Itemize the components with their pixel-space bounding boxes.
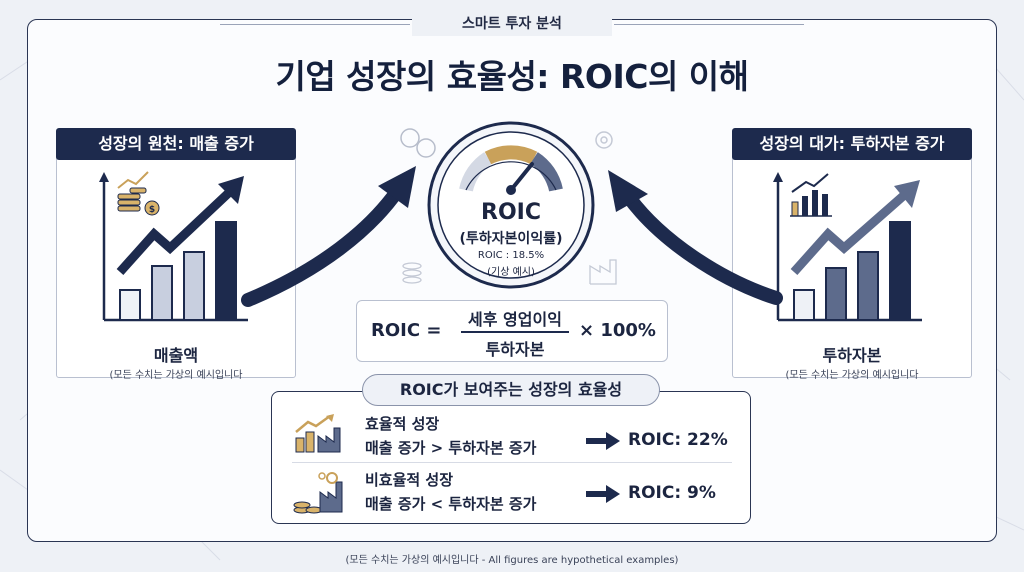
gauge-arc-mid (484, 145, 538, 165)
page-title: 기업 성장의 효율성: ROIC의 이해 (275, 57, 749, 96)
gauge-arc-low (459, 152, 493, 192)
formula-multiplier: × 100% (579, 320, 656, 341)
efficiency-row-1-title: 효율적 성장 (365, 415, 440, 433)
y-axis-arrowhead (773, 172, 783, 182)
arrow-icon (586, 432, 620, 450)
growth-arrowhead (218, 176, 244, 204)
bar-4 (215, 221, 237, 321)
right-note: (모든 수치는 가상의 예시입니다 (785, 370, 919, 381)
efficiency-row-2-title: 비효율적 성장 (365, 471, 454, 489)
efficiency-box (271, 391, 751, 524)
gauge-subtitle: (투하자본이익률) (459, 231, 563, 247)
kicker-rule-right (614, 24, 804, 25)
right-curved-arrowhead (608, 170, 648, 212)
growth-arrow (116, 182, 240, 276)
efficiency-row-1-desc: 매출 증가 > 투하자본 증가 (365, 439, 537, 457)
inefficient-growth-icon (293, 472, 343, 514)
gauge-name: ROIC (481, 200, 541, 225)
left-axis-label: 매출액 (153, 346, 199, 365)
footer-note: (모든 수치는 가상의 예시입니다 - All figures are hypo… (345, 555, 679, 566)
gauge-value: ROIC : 18.5% (477, 250, 545, 261)
bar-1 (793, 289, 815, 321)
formula-denominator: 투하자본 (485, 340, 545, 359)
growth-arrowhead (894, 180, 920, 208)
efficiency-divider (292, 462, 732, 463)
coins-chart-icon: $ (117, 171, 160, 216)
kicker-rule-left (220, 24, 410, 25)
roic-formula: ROIC = 세후 영업이익 투하자본 × 100% (356, 300, 668, 362)
gauge-icon (427, 121, 595, 289)
coin-stack-icon (402, 262, 422, 284)
left-curved-arrow (241, 183, 405, 307)
left-note: (모든 수치는 가상의 예시입니다 (109, 370, 243, 381)
bar-4 (889, 221, 911, 321)
efficiency-row-1-result: ROIC: 22% (628, 430, 728, 450)
bar-3 (857, 251, 879, 321)
left-panel-header: 성장의 원천: 매출 증가 (56, 128, 296, 160)
factory-icon (589, 259, 617, 285)
gauge-arc-high (529, 152, 563, 192)
y-axis-arrowhead (99, 172, 109, 182)
efficiency-row-2-desc: 매출 증가 < 투하자본 증가 (365, 495, 537, 513)
gauge-needle (509, 162, 534, 192)
dollar-coin-icon (400, 128, 436, 158)
gear-icon (595, 131, 613, 149)
bar-2 (151, 265, 173, 321)
efficiency-header: ROIC가 보여주는 성장의 효율성 (362, 374, 660, 406)
bar-3 (183, 251, 205, 321)
svg-text:$: $ (149, 205, 155, 215)
bar-1 (119, 289, 141, 321)
right-axis-label: 투하자본 (822, 346, 882, 365)
right-panel-header: 성장의 대가: 투하자본 증가 (732, 128, 972, 160)
formula-numerator: 세후 영업이익 (468, 310, 562, 329)
formula-lhs: ROIC = (371, 320, 442, 341)
right-panel (732, 138, 972, 378)
gauge-value-note: (기상 예시) (487, 267, 535, 278)
efficient-growth-icon (295, 414, 341, 453)
left-curved-arrowhead (378, 166, 416, 208)
kicker: 스마트 투자 분석 (412, 12, 612, 36)
bar-2 (825, 267, 847, 321)
efficiency-row-2-result: ROIC: 9% (628, 483, 716, 503)
growth-arrow (790, 186, 913, 276)
arrow-icon (586, 485, 620, 503)
formula-fraction-bar (461, 331, 569, 333)
revenue-bar-chart: $ (99, 171, 248, 322)
bar-chart-icon (790, 173, 832, 217)
capital-bar-chart (773, 172, 922, 322)
right-curved-arrow (621, 189, 783, 305)
